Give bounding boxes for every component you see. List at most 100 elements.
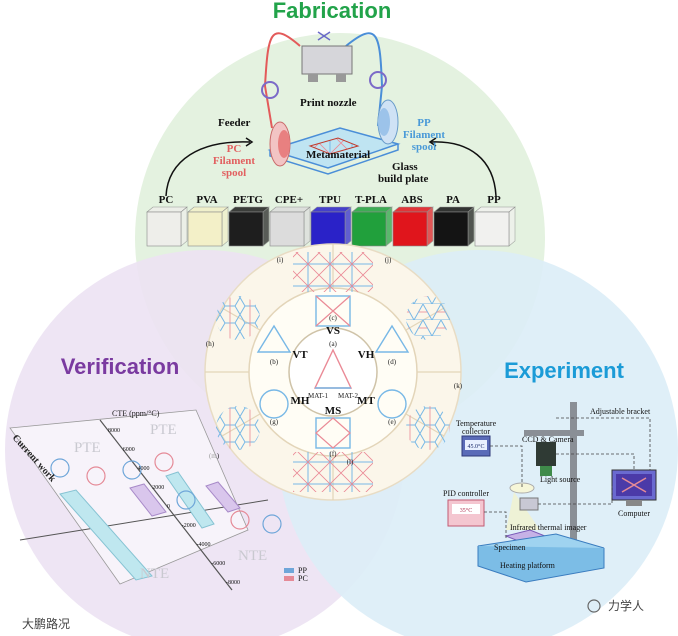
pc-spool <box>269 121 291 167</box>
cte-chart <box>9 409 294 591</box>
unit-cell-d <box>374 324 410 353</box>
material-label: PA <box>446 194 460 206</box>
cte-tick: -4000 <box>197 542 211 548</box>
temp-collector-display: 45.0°C <box>468 443 485 450</box>
cte-axis-label: CTE (ppm/°C) <box>112 409 160 418</box>
lattice-h <box>216 296 260 340</box>
platform-label: Heating platform <box>500 561 556 570</box>
pp-spool-label-3: spool <box>412 141 436 153</box>
material-cube-cpe: CPE+ <box>269 194 311 247</box>
experiment-title: Experiment <box>504 358 624 383</box>
left-feed-arrow <box>165 141 251 197</box>
cell-label: (g) <box>270 418 279 426</box>
material-label: T-PLA <box>355 194 387 206</box>
lattice-m <box>216 406 260 450</box>
cte-tick: 6000 <box>123 447 135 453</box>
material-cube-pa: PA <box>433 194 475 247</box>
material-cubes: PC PVA PETG CPE+ TPU T-PLA ABS PA PP <box>146 194 516 247</box>
cell-label: (a) <box>329 340 337 348</box>
right-feed-arrow <box>429 141 497 197</box>
pp-spool-label-2: Filament <box>403 129 445 141</box>
material-label: TPU <box>319 194 341 206</box>
pc-spool-label-3: spool <box>222 167 246 179</box>
ccd-camera <box>536 442 556 466</box>
material-cube-pc: PC <box>146 194 188 247</box>
material-label: PC <box>159 194 174 206</box>
material-cube-petg: PETG <box>228 194 270 247</box>
cell-label: (f) <box>330 450 338 458</box>
lattice-k <box>406 406 450 450</box>
cte-tick: 8000 <box>108 428 120 434</box>
experiment-setup <box>447 402 657 583</box>
cell-labels: (a)(b)(c)(d)(e)(f)(g)(h)(i)(j)(k)(l)(m) <box>206 256 463 466</box>
design-wheel <box>204 243 462 501</box>
cte-tick: -6000 <box>211 561 225 567</box>
glass-plate-label-2: build plate <box>378 173 429 185</box>
cell-label: (e) <box>388 418 396 426</box>
pte-right: PTE <box>150 422 177 438</box>
bracket-label: Adjustable bracket <box>590 407 651 416</box>
cte-tick: -2000 <box>182 523 196 529</box>
pc-spool-label-1: PC <box>227 143 242 155</box>
cell-label: (b) <box>270 358 279 366</box>
cte-tick: 4000 <box>138 466 150 472</box>
temp-collector-label-2: collector <box>462 427 490 436</box>
metamaterial-sample <box>308 137 360 155</box>
adjustable-bracket <box>570 402 577 554</box>
infrared-label: Infrared thermal imager <box>510 523 587 532</box>
material-cube-pva: PVA <box>187 194 229 247</box>
material-cube-tpu: TPU <box>310 194 352 247</box>
center-label-vh: VH <box>358 349 375 361</box>
pp-spool <box>377 99 399 145</box>
ccd-label: CCD & Camera <box>522 435 574 444</box>
unit-cell-c <box>315 295 351 327</box>
legend-pp-swatch <box>284 568 294 573</box>
pp-bar <box>59 489 153 581</box>
pc-spool-label-2: Filament <box>213 155 255 167</box>
unit-cell-e <box>377 389 407 419</box>
legend-pp: PP <box>298 566 307 575</box>
lattice-i <box>293 252 373 292</box>
mat2-label: MAT-2 <box>338 392 358 400</box>
legend-pc: PC <box>298 574 308 583</box>
lattice-l <box>293 452 373 492</box>
material-cube-tpla: T-PLA <box>351 194 393 247</box>
infrared-imager <box>519 497 539 511</box>
pte-left: PTE <box>74 440 101 456</box>
material-label: CPE+ <box>275 194 303 206</box>
lattice-icon <box>50 458 70 478</box>
mat1-label: MAT-1 <box>308 392 328 400</box>
center-label-vt: VT <box>292 349 308 361</box>
wechat-icon <box>587 599 601 613</box>
feeder-left-icon <box>261 81 279 99</box>
unit-cell-g <box>259 389 289 419</box>
unit-cell-b <box>256 324 292 353</box>
pc-bar <box>129 483 167 517</box>
material-label: PETG <box>233 194 263 206</box>
cte-tick: 2000 <box>152 485 164 491</box>
light-source <box>509 482 535 494</box>
metamaterial-label: Metamaterial <box>306 149 370 161</box>
printer-illustration <box>165 31 497 197</box>
center-label-mt: MT <box>357 395 375 407</box>
material-label: PP <box>487 194 501 206</box>
lattice-j <box>406 296 450 340</box>
cell-label: (h) <box>206 340 215 348</box>
print-nozzle-block <box>301 45 353 75</box>
material-label: PVA <box>196 194 217 206</box>
center-label-ms: MS <box>325 405 342 417</box>
cte-axis <box>99 419 233 591</box>
light-source-label: Light source <box>540 475 581 484</box>
watermark-left: 大鹏路况 <box>22 616 70 631</box>
center-label-vs: VS <box>326 325 340 337</box>
material-cube-abs: ABS <box>392 194 434 247</box>
watermark-right: 力学人 <box>608 598 644 613</box>
cell-label: (l) <box>347 458 354 466</box>
temp-collector-label-1: Temperature <box>456 419 497 428</box>
verification-title: Verification <box>61 354 180 379</box>
pid-label: PID controller <box>443 489 489 498</box>
cell-label: (j) <box>385 256 392 264</box>
specimen-label: Specimen <box>494 543 526 552</box>
cell-label: (i) <box>277 256 284 264</box>
